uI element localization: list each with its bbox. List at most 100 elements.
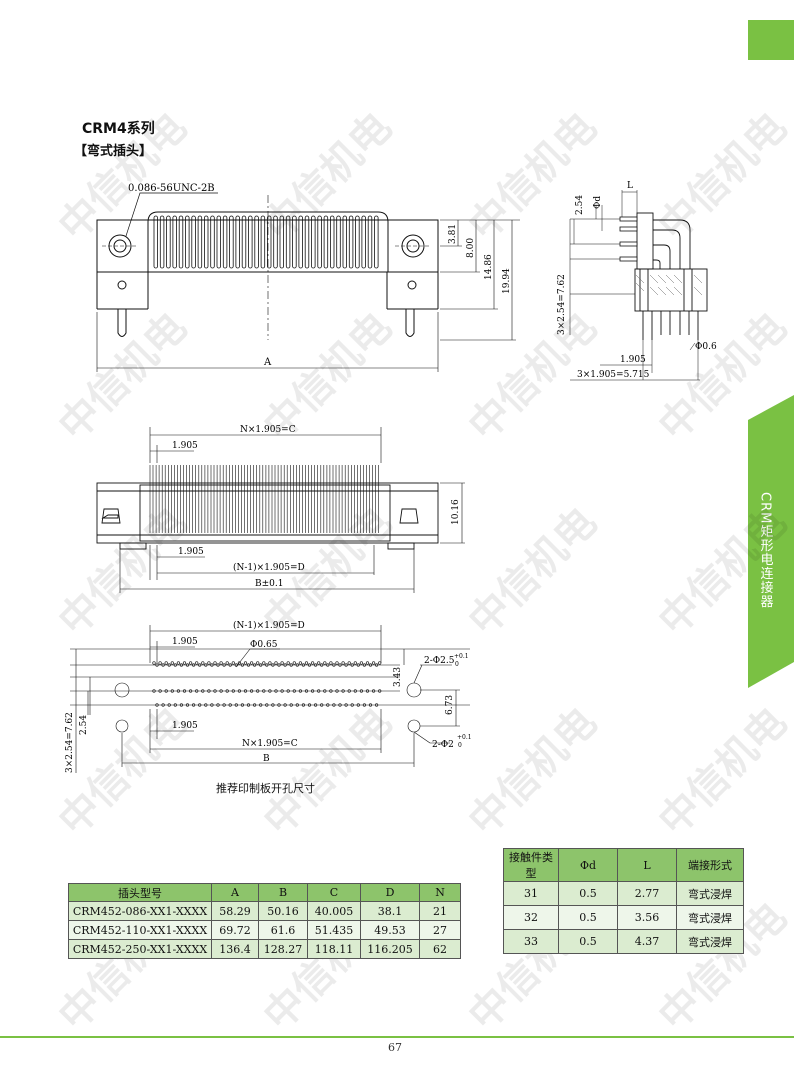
pcb-hole bbox=[189, 661, 193, 665]
contact-slot bbox=[197, 215, 203, 269]
bottom-dim-B: B±0.1 bbox=[255, 579, 283, 589]
pcb-hole bbox=[280, 661, 284, 665]
contact-slot bbox=[178, 215, 184, 269]
pcb-hole bbox=[240, 703, 244, 707]
pcb-hole bbox=[292, 661, 296, 665]
table-header-cell: 接触件类型 bbox=[503, 848, 559, 882]
pcb-hole bbox=[307, 703, 312, 707]
dim-19-94: 19.94 bbox=[502, 268, 512, 294]
pcb-hole bbox=[253, 663, 257, 667]
pcb-hole bbox=[213, 689, 217, 693]
pcb-hole bbox=[311, 661, 315, 665]
table-cell: 弯式浸焊 bbox=[676, 905, 744, 930]
table-cell: 33 bbox=[503, 929, 559, 954]
table-header-row: 插头型号 A B C D N bbox=[68, 883, 461, 902]
pcb-hole bbox=[353, 689, 357, 693]
pcb-hole bbox=[170, 661, 174, 665]
pcb-hole bbox=[152, 661, 156, 665]
pcb-dim-2-54: 2.54 bbox=[79, 715, 89, 735]
pcb-hole bbox=[262, 661, 266, 665]
pcb-hole bbox=[189, 689, 193, 693]
contact-slot bbox=[248, 215, 253, 269]
pcb-hole bbox=[234, 663, 238, 667]
bottom-dim-D: (N-1)×1.905=D bbox=[233, 562, 305, 573]
bottom-dim-C: N×1.905=C bbox=[240, 425, 296, 435]
pcb-hole bbox=[222, 703, 226, 707]
pcb-hole bbox=[280, 689, 284, 693]
pcb-hole bbox=[170, 689, 174, 693]
table-cell: 0.5 bbox=[558, 905, 618, 930]
pcb-tol-plus: +0.1 bbox=[454, 653, 469, 660]
pcb-hole bbox=[274, 661, 278, 665]
pcb-hole bbox=[173, 663, 177, 667]
pcb-hole bbox=[314, 703, 318, 707]
table-row: CRM452-110-XX1-XXXX 69.72 61.6 51.435 49… bbox=[68, 920, 461, 940]
pcb-hole bbox=[341, 661, 345, 665]
contact-slot bbox=[203, 215, 209, 269]
table-header-cell: L bbox=[617, 848, 677, 882]
pcb-hole bbox=[234, 703, 238, 707]
series-title: CRM4系列 bbox=[82, 121, 155, 137]
pcb-hole bbox=[246, 703, 251, 707]
pcb-hole bbox=[332, 703, 336, 707]
pcb-hole bbox=[164, 661, 168, 665]
pcb-hole bbox=[265, 703, 269, 707]
table-cell: 116.205 bbox=[360, 939, 420, 959]
pcb-hole bbox=[304, 661, 309, 665]
pcb-hole bbox=[256, 689, 260, 693]
pcb-hole bbox=[259, 663, 263, 667]
pcb-hole bbox=[204, 703, 208, 707]
pcb-hole bbox=[378, 661, 382, 665]
table-header-cell: D bbox=[360, 883, 420, 902]
table-cell: CRM452-086-XX1-XXXX bbox=[68, 901, 212, 921]
pcb-hole bbox=[250, 689, 254, 693]
table-cell: 3.56 bbox=[617, 905, 677, 930]
watermark: 中信机电 bbox=[649, 698, 794, 845]
pcb-hole bbox=[179, 703, 183, 707]
pcb-hole bbox=[362, 703, 367, 707]
pcb-hole bbox=[304, 689, 309, 693]
contact-slot bbox=[317, 215, 322, 269]
pcb-hole bbox=[192, 663, 196, 667]
contact-slot bbox=[260, 215, 266, 269]
pcb-dim-D: (N-1)×1.905=D bbox=[233, 620, 305, 631]
table-cell: 50.16 bbox=[258, 901, 308, 921]
pcb-hole bbox=[195, 689, 199, 693]
table-cell: CRM452-250-XX1-XXXX bbox=[68, 939, 212, 959]
contact-table: 接触件类型 Φd L 端接形式 31 0.5 2.77 弯式浸焊 32 0.5 … bbox=[503, 848, 744, 954]
table-cell: 4.37 bbox=[617, 929, 677, 954]
table-row: CRM452-086-XX1-XXXX 58.29 50.16 40.005 3… bbox=[68, 901, 461, 921]
pcb-hole bbox=[359, 661, 364, 665]
side-dim-L: L bbox=[627, 181, 633, 191]
pcb-hole bbox=[329, 661, 333, 665]
contact-slot bbox=[229, 215, 234, 269]
table-cell: 27 bbox=[419, 920, 461, 940]
pcb-hole bbox=[301, 703, 306, 707]
pcb-hole bbox=[368, 703, 373, 707]
pcb-hole bbox=[237, 689, 241, 693]
table-cell: 0.5 bbox=[558, 929, 618, 954]
contact-slot bbox=[191, 215, 196, 269]
pcb-hole bbox=[329, 689, 333, 693]
pcb-hole bbox=[222, 663, 226, 667]
contact-slot bbox=[172, 215, 177, 269]
corner-accent-block bbox=[748, 20, 794, 60]
pcb-hole bbox=[347, 661, 351, 665]
pcb-hole bbox=[320, 703, 324, 707]
pcb-hole bbox=[216, 703, 220, 707]
contact-slot bbox=[210, 215, 215, 269]
pcb-hole bbox=[161, 663, 165, 667]
contact-slot bbox=[266, 215, 272, 269]
table-cell: 38.1 bbox=[360, 901, 420, 921]
contact-slot bbox=[153, 215, 158, 269]
contact-slot bbox=[329, 215, 335, 269]
dim-14-86: 14.86 bbox=[484, 254, 494, 280]
pcb-hole bbox=[155, 703, 159, 707]
pcb-hole bbox=[323, 661, 327, 665]
pcb-hole bbox=[185, 663, 190, 667]
pcb-hole bbox=[268, 689, 272, 693]
contact-slot bbox=[273, 215, 278, 269]
pcb-hole bbox=[192, 703, 196, 707]
contact-slot bbox=[185, 215, 190, 269]
pcb-hole bbox=[295, 703, 299, 707]
